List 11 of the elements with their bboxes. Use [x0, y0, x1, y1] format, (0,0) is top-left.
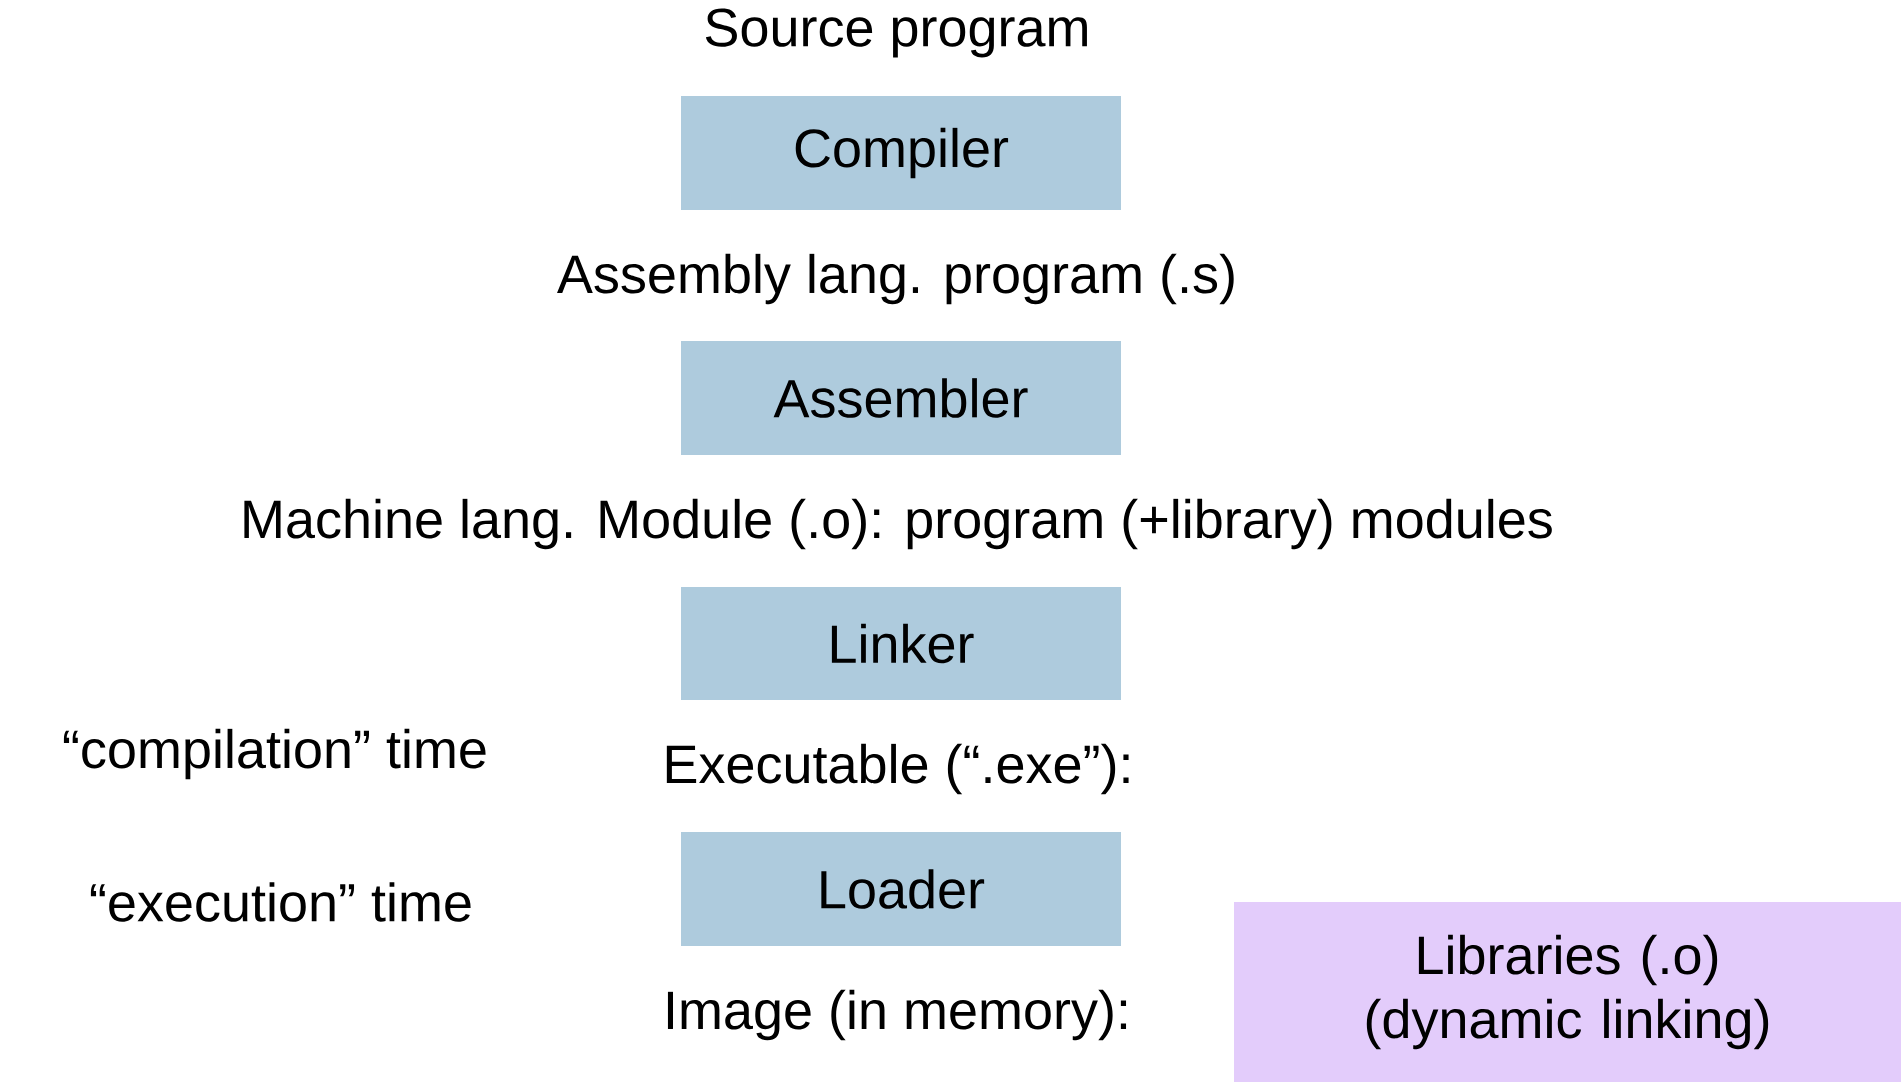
process-box: Loader: [681, 832, 1121, 946]
text-label: Executable (“.exe”):: [666, 743, 1129, 795]
process-box: Libraries (.o) (dynamic linking): [1234, 902, 1901, 1082]
text-label: Assembly lang. program (.s): [557, 253, 1234, 305]
process-box: Compiler: [681, 96, 1121, 210]
process-box: Assembler: [681, 341, 1121, 455]
text-label: “compilation” time: [63, 728, 486, 780]
text-label: Image (in memory):: [667, 989, 1127, 1041]
text-label: “execution” time: [90, 882, 471, 922]
text-label: Machine lang. Module (.o): program (+library) modules: [244, 498, 1552, 550]
process-box: Linker: [681, 587, 1121, 700]
